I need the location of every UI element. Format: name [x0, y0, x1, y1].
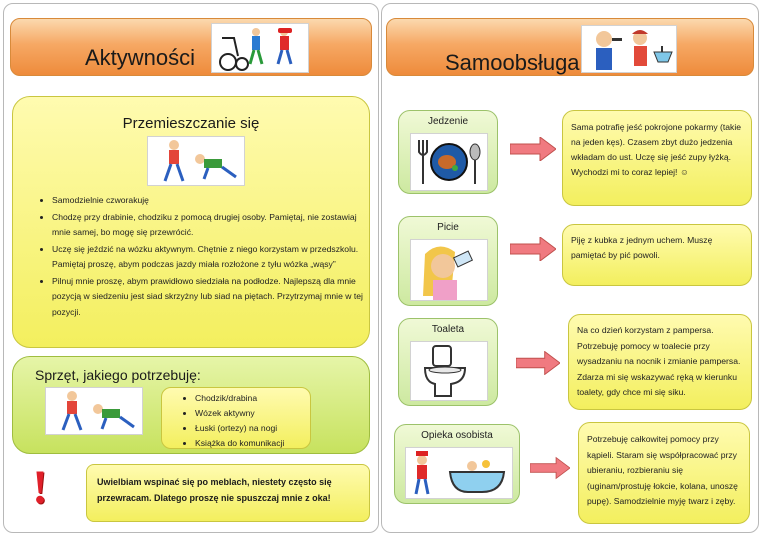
personal-care-description-box: Potrzebuję całkowitej pomocy przy kąpiel… [578, 422, 750, 524]
warning-box: Uwielbiam wspinać się po meblach, nieste… [86, 464, 370, 522]
drink-label: Picie [437, 222, 459, 233]
right-panel-selfcare: Samoobsługa Jedzenie [381, 3, 759, 533]
personal-care-text: Potrzebuję całkowitej pomocy przy kąpiel… [587, 434, 738, 506]
bathing-pictogram [405, 447, 513, 499]
food-label: Jedzenie [427, 116, 469, 127]
left-panel-activities: Aktywności Przemieszczanie się [3, 3, 379, 533]
food-text: Sama potrafię jeść pokrojone pokarmy (ta… [571, 122, 742, 177]
equipment-item: Chodzik/drabina [195, 391, 310, 405]
drink-text: Piję z kubka z jednym uchem. Muszę pamię… [571, 235, 713, 260]
equipment-title: Sprzęt, jakiego potrzebuję: [35, 367, 201, 383]
activities-pictogram [211, 23, 309, 73]
drink-description-box: Piję z kubka z jednym uchem. Muszę pamię… [562, 224, 752, 286]
movement-item: Uczę się jeździć na wózku aktywnym. Chęt… [52, 242, 365, 273]
arrow-right-icon [510, 137, 556, 161]
drink-category: Picie [398, 216, 498, 306]
arrow-right-icon [510, 237, 556, 261]
drinking-pictogram [410, 239, 488, 301]
activities-header: Aktywności [10, 18, 372, 76]
movement-list: Samodzielnie czworakuję Chodzę przy drab… [37, 193, 365, 321]
plate-icon [410, 133, 488, 191]
personal-care-category: Opieka osobista [394, 424, 520, 504]
arrow-right-icon [516, 351, 560, 375]
movement-item: Samodzielnie czworakuję [52, 193, 365, 209]
equipment-list-box: Chodzik/drabina Wózek aktywny Łuski (ort… [161, 387, 311, 449]
crawling-pictogram [147, 136, 245, 186]
toilet-text: Na co dzień korzystam z pampersa. Potrze… [577, 325, 741, 397]
food-category: Jedzenie [398, 110, 498, 194]
movement-item: Pilnuj mnie proszę, abym prawidłowo sied… [52, 274, 365, 321]
toilet-category: Toaleta [398, 318, 498, 406]
movement-title: Przemieszczanie się [122, 115, 260, 132]
movement-box: Przemieszczanie się Samodzielnie czworak… [12, 96, 370, 348]
warning-text: Uwielbiam wspinać się po meblach, nieste… [97, 477, 332, 503]
food-description-box: Sama potrafię jeść pokrojone pokarmy (ta… [562, 110, 752, 206]
toilet-icon [410, 341, 488, 401]
equipment-box: Sprzęt, jakiego potrzebuję: Chodzik/drab… [12, 356, 370, 454]
selfcare-header: Samoobsługa [386, 18, 754, 76]
equipment-item: Łuski (ortezy) na nogi [195, 421, 310, 435]
movement-item: Chodzę przy drabinie, chodziku z pomocą … [52, 210, 365, 241]
equipment-pictogram [45, 387, 143, 435]
arrow-right-icon [530, 456, 570, 480]
equipment-item: Książka do komunikacji [195, 436, 310, 450]
selfcare-title: Samoobsługa [445, 50, 580, 75]
equipment-item: Wózek aktywny [195, 406, 310, 420]
selfcare-pictogram [581, 25, 677, 73]
personal-care-label: Opieka osobista [421, 430, 493, 441]
warning-exclamation-icon: ! [32, 461, 48, 514]
toilet-description-box: Na co dzień korzystam z pampersa. Potrze… [568, 314, 752, 410]
activities-title: Aktywności [85, 45, 196, 70]
toilet-label: Toaleta [431, 324, 465, 335]
